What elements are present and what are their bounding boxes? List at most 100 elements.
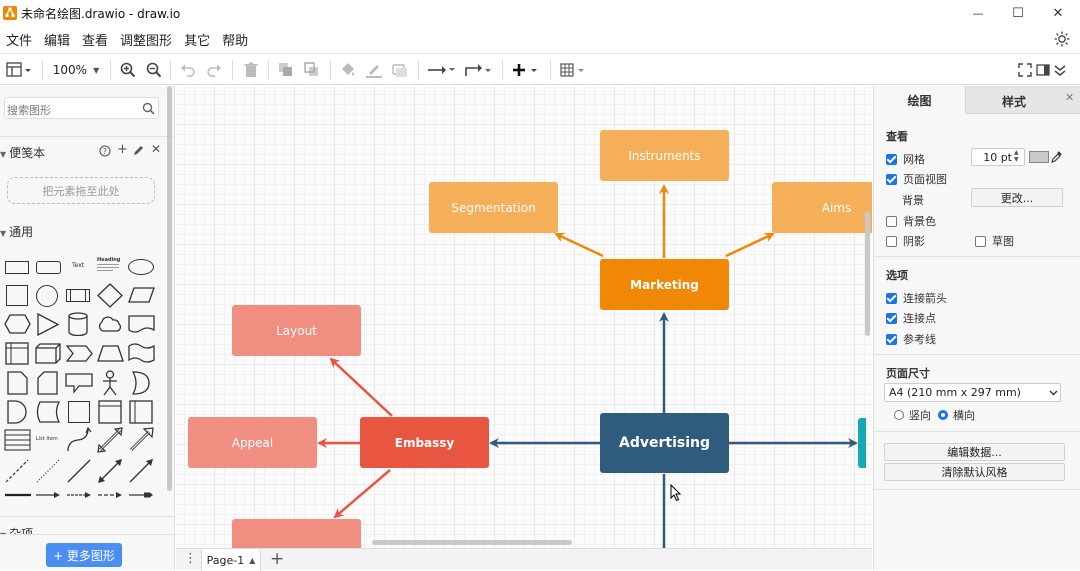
- line-color-icon[interactable]: [366, 61, 382, 79]
- help-icon[interactable]: ?: [99, 145, 111, 157]
- connection-arrows-checkbox[interactable]: 连接箭头: [886, 290, 947, 306]
- menu-file[interactable]: 文件: [6, 34, 33, 49]
- shape-cylinder[interactable]: [68, 312, 88, 336]
- node-bottom-partial[interactable]: [232, 519, 361, 548]
- shape-bidirectional-connector[interactable]: [97, 458, 123, 484]
- shape-link-dashed-arrow[interactable]: [66, 491, 92, 499]
- shape-diamond[interactable]: [97, 283, 123, 308]
- shape-textbox[interactable]: Heading: [97, 257, 121, 275]
- fullscreen-icon[interactable]: [1018, 61, 1032, 79]
- page-size-select[interactable]: A4 (210 mm x 297 mm): [884, 383, 1061, 402]
- shape-actor[interactable]: [101, 370, 119, 396]
- collapse-icon[interactable]: [1053, 61, 1067, 79]
- node-layout[interactable]: Layout: [232, 305, 361, 356]
- shape-hexagon[interactable]: [4, 314, 31, 334]
- landscape-radio[interactable]: 横向: [938, 407, 975, 423]
- shape-card[interactable]: [37, 371, 58, 395]
- shape-rectangle[interactable]: [5, 261, 29, 274]
- waypoint-icon[interactable]: [464, 61, 492, 79]
- shape-vertical-swimlane[interactable]: [129, 400, 153, 424]
- shape-delay[interactable]: [7, 400, 27, 424]
- scratchpad-dropzone[interactable]: 把元素拖至此处: [7, 177, 155, 204]
- menu-extras[interactable]: 其它: [184, 34, 211, 49]
- node-segmentation[interactable]: Segmentation: [429, 182, 558, 233]
- grid-size-stepper[interactable]: ▲▼: [1014, 149, 1019, 163]
- shape-note[interactable]: [7, 371, 28, 395]
- node-marketing[interactable]: Marketing: [600, 259, 729, 310]
- shape-circle[interactable]: [36, 285, 58, 307]
- shape-cube[interactable]: [35, 343, 61, 364]
- shape-parallelogram[interactable]: [128, 287, 155, 303]
- shape-table[interactable]: [4, 429, 31, 451]
- misc-section-header[interactable]: ▼杂项: [0, 527, 34, 534]
- close-panel-icon[interactable]: ✕: [1065, 91, 1075, 104]
- maximize-button[interactable]: ☐: [1012, 5, 1024, 21]
- zoom-in-icon[interactable]: [120, 61, 136, 79]
- grid-checkbox[interactable]: 网格: [886, 151, 925, 167]
- shape-callout[interactable]: [65, 373, 93, 394]
- shape-directional-connector[interactable]: [128, 458, 154, 484]
- more-shapes-button[interactable]: + 更多图形: [46, 543, 122, 567]
- insert-icon[interactable]: [512, 61, 540, 79]
- zoom-select[interactable]: 100%▼: [52, 63, 100, 77]
- eyedropper-icon[interactable]: [1051, 151, 1062, 163]
- shape-link-labeled[interactable]: [97, 491, 123, 499]
- table-icon[interactable]: [560, 61, 588, 79]
- shape-document[interactable]: [128, 315, 155, 334]
- node-aims[interactable]: Aims: [772, 182, 872, 233]
- shape-triangle[interactable]: [37, 313, 59, 336]
- layout-icon[interactable]: [4, 61, 34, 79]
- node-teal-partial[interactable]: [858, 418, 866, 468]
- undo-icon[interactable]: [180, 61, 196, 79]
- menu-arrange[interactable]: 调整图形: [120, 34, 173, 49]
- shape-list-item[interactable]: List Item: [36, 436, 58, 442]
- shape-link-arrow[interactable]: [35, 491, 61, 499]
- shape-dotted-line[interactable]: [35, 458, 61, 484]
- shape-swimlane[interactable]: [98, 400, 122, 424]
- shape-text[interactable]: Text: [72, 262, 85, 269]
- redo-icon[interactable]: [206, 61, 222, 79]
- shape-line[interactable]: [66, 458, 92, 484]
- sketch-checkbox[interactable]: 草图: [975, 233, 1014, 249]
- shape-rounded-rectangle[interactable]: [36, 261, 61, 274]
- delete-icon[interactable]: [243, 61, 259, 79]
- shape-link-bidirectional[interactable]: [128, 491, 154, 499]
- shape-bidirectional-arrow[interactable]: [97, 427, 123, 453]
- add-page-icon[interactable]: +: [270, 549, 285, 569]
- edit-data-button[interactable]: 编辑数据...: [884, 443, 1065, 461]
- shape-curve[interactable]: [66, 427, 92, 453]
- node-advertising[interactable]: Advertising: [600, 413, 729, 473]
- shape-link[interactable]: [4, 491, 32, 499]
- tab-diagram[interactable]: 绘图: [907, 93, 932, 108]
- to-front-icon[interactable]: [278, 61, 294, 79]
- shape-cloud[interactable]: [97, 315, 123, 333]
- canvas-vertical-scrollbar[interactable]: [865, 211, 870, 336]
- zoom-out-icon[interactable]: [146, 61, 162, 79]
- search-icon[interactable]: [142, 102, 155, 115]
- shape-process[interactable]: [66, 289, 90, 302]
- change-background-button[interactable]: 更改...: [971, 188, 1063, 207]
- search-input[interactable]: 搜索图形: [4, 97, 159, 119]
- close-button[interactable]: ✕: [1052, 5, 1064, 21]
- guides-checkbox[interactable]: 参考线: [886, 331, 936, 347]
- minimize-button[interactable]: —: [972, 6, 984, 20]
- general-section-header[interactable]: ▼通用: [0, 225, 34, 239]
- scratchpad-header[interactable]: ▼便笺本: [0, 146, 46, 160]
- shape-stored-data[interactable]: [34, 401, 60, 423]
- clear-default-style-button[interactable]: 清除默认风格: [884, 463, 1065, 481]
- shape-dashed-line[interactable]: [4, 458, 30, 484]
- diagram-canvas[interactable]: Instruments Segmentation Aims Marketing …: [176, 86, 872, 548]
- shape-tape[interactable]: [128, 342, 155, 364]
- shape-step[interactable]: [66, 345, 93, 362]
- add-icon[interactable]: +: [117, 142, 128, 157]
- fill-color-icon[interactable]: [340, 61, 356, 79]
- connection-icon[interactable]: [428, 61, 456, 79]
- to-back-icon[interactable]: [304, 61, 320, 79]
- menu-view[interactable]: 查看: [82, 34, 109, 49]
- tab-page-1[interactable]: Page-1▲: [201, 549, 261, 571]
- canvas-horizontal-scrollbar[interactable]: [372, 540, 572, 545]
- portrait-radio[interactable]: 竖向: [894, 407, 931, 423]
- node-appeal[interactable]: Appeal: [188, 417, 317, 468]
- shape-trapezoid[interactable]: [97, 345, 124, 362]
- background-color-checkbox[interactable]: 背景色: [886, 213, 936, 229]
